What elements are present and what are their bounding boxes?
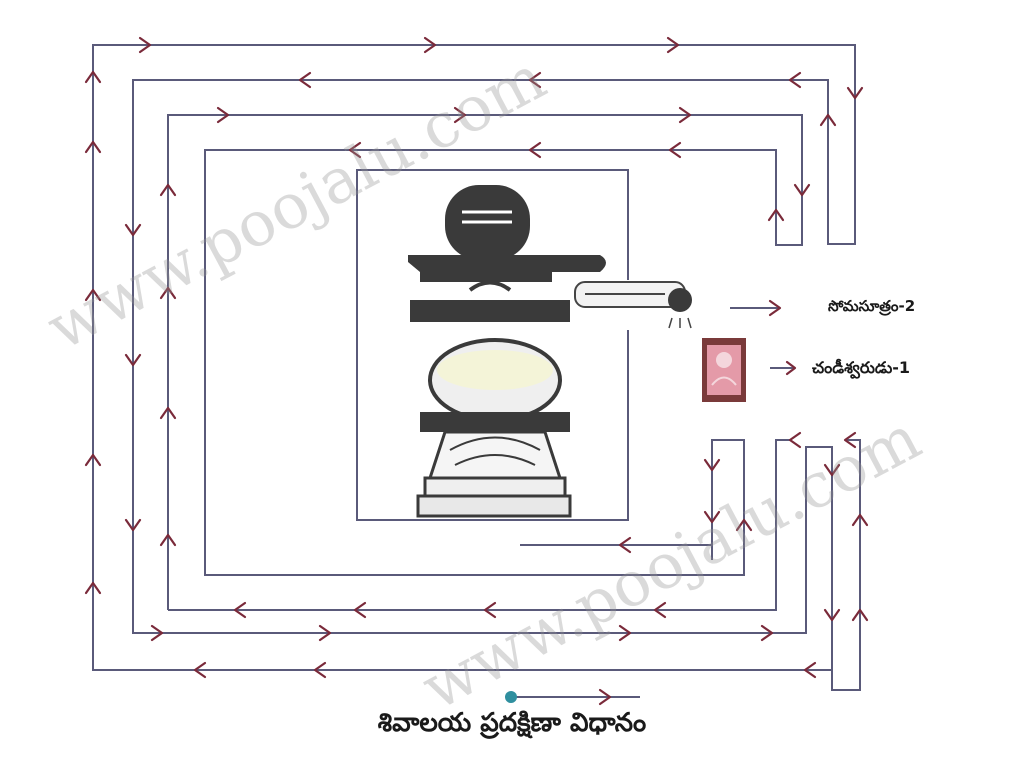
diagram-title: శివాలయ ప్రదక్షిణా విధానం [377,708,647,738]
label-somasutram: సోమసూత్రం-2 [828,297,916,315]
direction-arrows [84,36,869,706]
arrow-right-icon [768,299,782,317]
arrow-left-icon [803,661,817,679]
arrow-down-icon [124,353,142,367]
arrow-down-icon [793,183,811,197]
label-chandeeswara: చండీశ్వరుడు-1 [812,358,911,377]
path-ring-2 [167,114,803,610]
arrow-up-icon [84,581,102,595]
arrow-right-icon [150,624,164,642]
arrow-down-icon [703,458,721,472]
arrow-left-icon [313,661,327,679]
arrow-up-icon [84,288,102,302]
arrow-down-icon [124,518,142,532]
path-ring-1 [92,44,856,671]
arrow-up-icon [159,406,177,420]
arrow-left-icon [483,601,497,619]
arrow-right-icon [318,624,332,642]
path-ring-4 [168,439,790,611]
inner-sanctum-wall [356,169,629,521]
arrow-right-icon [785,360,797,376]
arrow-left-icon [348,141,362,159]
arrow-left-icon [193,661,207,679]
arrow-right-icon [760,624,774,642]
arrow-up-icon [159,286,177,300]
arrow-right-icon [216,106,230,124]
circumambulation-paths [92,44,861,698]
arrow-up-icon [851,513,869,527]
arrow-left-icon [843,431,857,449]
arrow-left-icon [788,71,802,89]
arrow-right-icon [453,106,467,124]
arrow-right-icon [678,106,692,124]
arrow-down-icon [823,463,841,477]
arrow-left-icon [788,431,802,449]
arrow-right-icon [423,36,437,54]
arrow-up-icon [84,453,102,467]
arrow-up-icon [159,183,177,197]
arrow-left-icon [353,601,367,619]
arrow-right-icon [598,688,612,706]
arrow-up-icon [84,140,102,154]
arrow-left-icon [618,536,632,554]
arrow-up-icon [159,533,177,547]
path-ring-3 [831,439,861,691]
arrow-right-icon [618,624,632,642]
arrow-down-icon [703,510,721,524]
arrow-left-icon [298,71,312,89]
arrow-down-icon [846,86,864,100]
chandeeswara-image [702,338,746,402]
arrow-left-icon [653,601,667,619]
arrow-down-icon [124,223,142,237]
arrow-down-icon [823,608,841,622]
arrow-up-icon [735,518,753,532]
arrow-left-icon [233,601,247,619]
arrow-up-icon [819,113,837,127]
arrow-right-icon [666,36,680,54]
start-point-dot [505,691,517,703]
arrow-up-icon [767,208,785,222]
arrow-left-icon [668,141,682,159]
arrow-left-icon [528,71,542,89]
arrow-up-icon [851,608,869,622]
arrow-right-icon [138,36,152,54]
shiva-linga-icon [408,185,692,518]
arrow-up-icon [84,70,102,84]
arrow-left-icon [528,141,542,159]
